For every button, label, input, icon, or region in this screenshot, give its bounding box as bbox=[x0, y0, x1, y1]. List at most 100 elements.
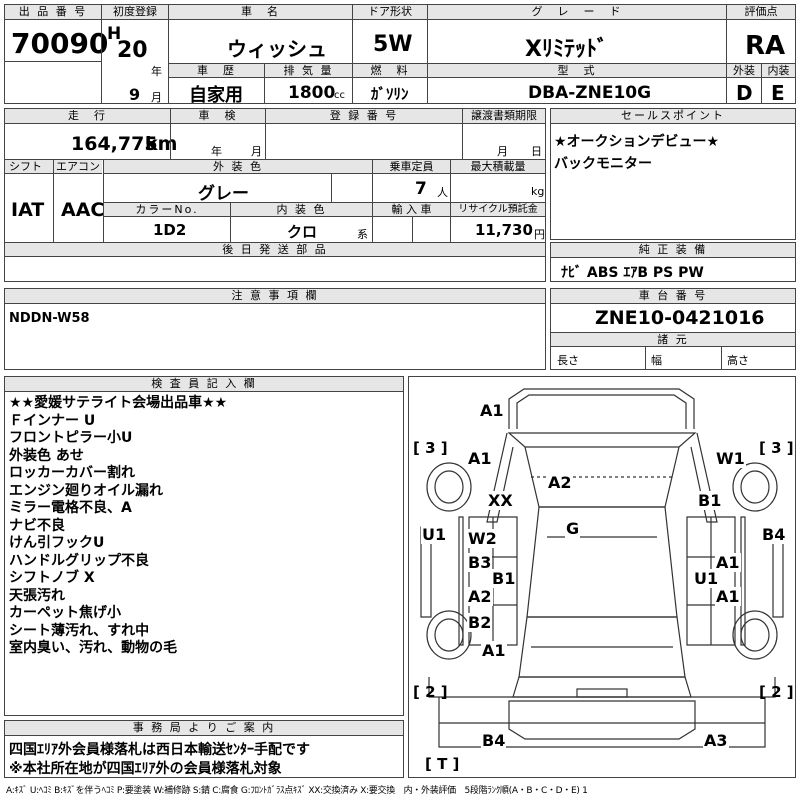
ext-grade: D bbox=[736, 81, 753, 105]
lot-number: 70090 bbox=[11, 27, 109, 60]
equipment: ﾅﾋﾞ ABS ｴｱB PS PW bbox=[561, 265, 704, 281]
note-line: フロントピラー小U bbox=[9, 430, 133, 446]
grade: Xﾘﾐﾃｯﾄﾞ bbox=[525, 37, 608, 62]
damage-label: A1 bbox=[481, 641, 507, 660]
note-line: シート薄汚れ、すれ中 bbox=[9, 622, 150, 639]
mileage-unit: km bbox=[145, 133, 178, 155]
damage-label: B3 bbox=[467, 553, 493, 572]
note-line: 室内臭い、汚れ、動物の毛 bbox=[9, 640, 178, 656]
office-line-2: ※本社所在地が四国ｴﾘｱ外の会員様落札対象 bbox=[9, 761, 282, 777]
grade-label: グ レ ー ド bbox=[428, 5, 726, 20]
section-bracket: [ 2 ] bbox=[413, 683, 448, 701]
reg-year-unit: 年 bbox=[151, 65, 162, 78]
reg-label: 初度登録 bbox=[102, 5, 168, 20]
inspection-month: 月 bbox=[251, 145, 262, 158]
note-line: ミラー電格不良、A bbox=[9, 500, 132, 516]
damage-label: U1 bbox=[421, 525, 448, 544]
reg-era: H bbox=[107, 24, 122, 44]
dims-label: 諸 元 bbox=[551, 333, 795, 347]
disp-unit: cc bbox=[334, 90, 345, 101]
damage-label: A3 bbox=[703, 731, 729, 750]
damage-label: B1 bbox=[697, 491, 723, 510]
damage-label: B4 bbox=[481, 731, 507, 750]
inspection-label: 車 検 bbox=[171, 109, 265, 124]
damage-label: G bbox=[565, 519, 581, 538]
damage-label: B4 bbox=[761, 525, 787, 544]
office-section: 事 務 局 よ り ご 案 内 四国ｴﾘｱ外会員様落札は西日本輸送ｾﾝﾀｰ手配で… bbox=[4, 720, 404, 778]
note-line: カーペット焦げ小 bbox=[9, 605, 121, 621]
equipment-label: 純 正 装 備 bbox=[551, 243, 795, 258]
lot-label: 出 品 番 号 bbox=[5, 5, 101, 20]
shift-label: シフト bbox=[5, 160, 53, 174]
damage-label: A1 bbox=[467, 449, 493, 468]
caution-section: 注 意 事 項 欄 NDDN-W58 bbox=[4, 288, 546, 370]
section-bracket: [ T ] bbox=[425, 755, 460, 773]
sales-line-2: バックモニター bbox=[554, 156, 652, 172]
sales-label: セールスポイント bbox=[551, 109, 795, 124]
damage-label: XX bbox=[487, 491, 514, 510]
capacity: 7 bbox=[415, 179, 427, 199]
damage-label: A2 bbox=[547, 473, 573, 492]
note-line: ナビ不良 bbox=[9, 517, 65, 534]
load-label: 最大積載量 bbox=[451, 160, 545, 174]
intcolor-unit: 系 bbox=[357, 228, 368, 241]
office-label: 事 務 局 よ り ご 案 内 bbox=[5, 721, 403, 736]
capacity-label: 乗車定員 bbox=[373, 160, 450, 174]
intcolor-label: 内 装 色 bbox=[231, 203, 372, 217]
model-label: 型 式 bbox=[428, 64, 726, 78]
damage-label: U1 bbox=[693, 569, 720, 588]
damage-diagram: A1 A1 W1 XX A2 B1 U1 W2 G B4 B3 B1 A1 U1… bbox=[408, 376, 796, 778]
door-label: ドア形状 bbox=[353, 5, 427, 20]
note-line: けん引フックU bbox=[9, 535, 105, 551]
name-label: 車 名 bbox=[169, 5, 352, 20]
dim-length: 長さ bbox=[557, 354, 579, 367]
score-label: 評価点 bbox=[727, 5, 795, 20]
mileage-label: 走 行 bbox=[5, 109, 170, 124]
reg-month: 9 bbox=[129, 85, 141, 104]
note-line: Ｆインナー U bbox=[9, 412, 96, 429]
dim-width: 幅 bbox=[651, 354, 662, 367]
chassis-number: ZNE10-0421016 bbox=[595, 307, 765, 329]
door-type: 5W bbox=[373, 32, 413, 57]
ac: AAC bbox=[61, 199, 105, 221]
chassis-section: 車 台 番 号 ZNE10-0421016 諸 元 長さ 幅 高さ bbox=[550, 288, 796, 370]
fuel-label: 燃 料 bbox=[353, 64, 427, 78]
transfer-month: 月 bbox=[497, 145, 508, 158]
header-section: 出 品 番 号 70090 初度登録 H 20 年 9 月 車 名 ウィッシュ … bbox=[4, 4, 796, 106]
car-diagram bbox=[420, 388, 784, 748]
legend: A:ｷｽﾞ U:ﾍｺﾐ B:ｷｽﾞを伴うﾍｺﾐ P:要塗装 W:補修跡 S:錆 … bbox=[6, 786, 588, 796]
ext-label: 外装 bbox=[727, 64, 761, 78]
ac-label: エアコン bbox=[54, 160, 102, 174]
damage-label: B2 bbox=[467, 613, 493, 632]
history: 自家用 bbox=[189, 85, 243, 106]
note-line: ロッカーカバー割れ bbox=[9, 465, 135, 481]
caution: NDDN-W58 bbox=[9, 311, 90, 326]
plate-label: 登 録 番 号 bbox=[266, 109, 462, 124]
fuel: ｶﾞｿﾘﾝ bbox=[371, 85, 409, 103]
int-grade: E bbox=[771, 81, 785, 105]
colorno: 1D2 bbox=[153, 221, 187, 239]
capacity-unit: 人 bbox=[437, 186, 448, 199]
score: RA bbox=[745, 31, 786, 61]
reg-year: 20 bbox=[117, 38, 148, 63]
recycle-unit: 円 bbox=[534, 228, 545, 241]
disp-label: 排 気 量 bbox=[265, 64, 352, 78]
damage-label: A1 bbox=[479, 401, 505, 420]
note-line: シフトノブ X bbox=[9, 570, 95, 586]
history-label: 車 歴 bbox=[169, 64, 264, 78]
damage-label: A2 bbox=[467, 587, 493, 606]
displacement: 1800 bbox=[288, 83, 336, 103]
damage-label: A1 bbox=[715, 553, 741, 572]
section-bracket: [ 3 ] bbox=[759, 439, 794, 457]
import-label: 輸 入 車 bbox=[373, 203, 450, 217]
intcolor: クロ bbox=[287, 223, 318, 241]
recycle: 11,730 bbox=[475, 221, 533, 239]
mileage: 164,775 bbox=[71, 133, 158, 155]
chassis-label: 車 台 番 号 bbox=[551, 289, 795, 304]
inspection-year: 年 bbox=[211, 145, 222, 158]
note-line: ハンドルグリップ不良 bbox=[9, 552, 149, 569]
section-bracket: [ 2 ] bbox=[759, 683, 794, 701]
dim-height: 高さ bbox=[727, 354, 749, 367]
colorno-label: カラーNo. bbox=[104, 203, 230, 217]
sales-point-section: セールスポイント ★オークションデビュー★ バックモニター bbox=[550, 108, 796, 240]
